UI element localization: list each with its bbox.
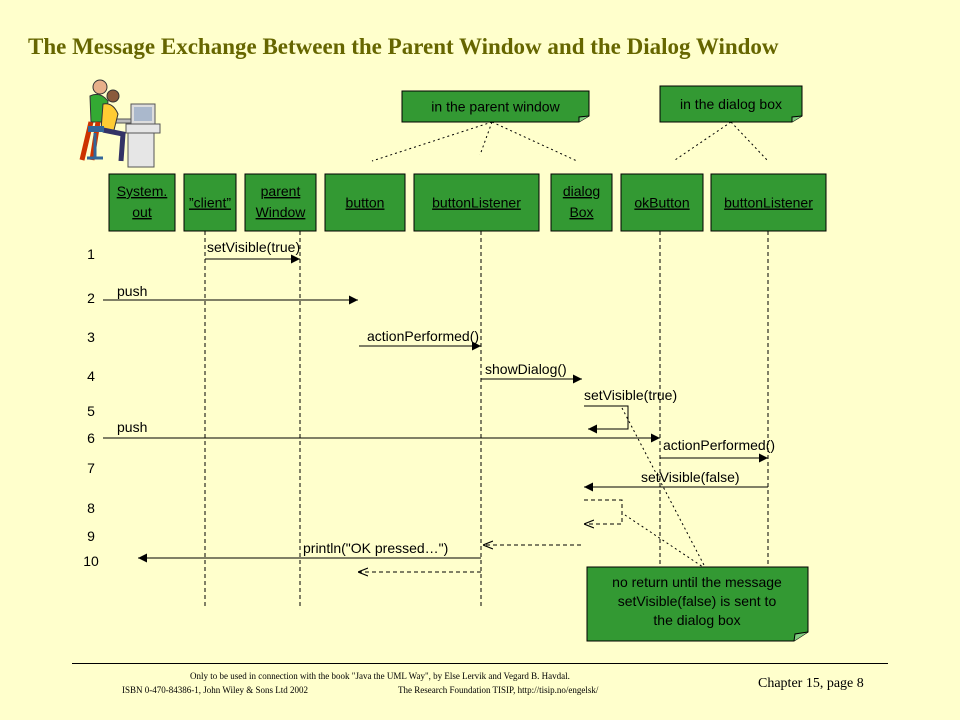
note-label: in the dialog box bbox=[680, 96, 782, 112]
note-connector bbox=[675, 122, 768, 161]
message-label: setVisible(true) bbox=[584, 387, 677, 403]
note-label: in the parent window bbox=[431, 99, 560, 115]
message-label: showDialog() bbox=[485, 361, 567, 377]
object-label: dialog bbox=[563, 183, 600, 199]
step-number: 3 bbox=[87, 329, 95, 345]
step-number: 4 bbox=[87, 368, 95, 384]
warning-note-line: the dialog box bbox=[653, 612, 740, 628]
message-label: println("OK pressed…") bbox=[303, 540, 448, 556]
message-label: push bbox=[117, 419, 147, 435]
message-label: actionPerformed() bbox=[367, 328, 479, 344]
object-box: button bbox=[325, 174, 405, 231]
people-at-computer-illustration bbox=[82, 80, 160, 167]
step-number: 5 bbox=[87, 403, 95, 419]
object-label: buttonListener bbox=[724, 195, 813, 211]
warning-note-line: no return until the message bbox=[612, 574, 782, 590]
step-number: 2 bbox=[87, 290, 95, 306]
note-connector bbox=[372, 122, 577, 161]
note-parent-window: in the parent window bbox=[402, 91, 589, 122]
footer-copyright-line: Only to be used in connection with the b… bbox=[0, 671, 760, 681]
message-label: setVisible(false) bbox=[641, 469, 740, 485]
object-label: Window bbox=[256, 204, 307, 220]
object-label: out bbox=[132, 204, 152, 220]
page-reference: Chapter 15, page 8 bbox=[758, 676, 864, 692]
object-label: button bbox=[346, 195, 385, 211]
object-label: parent bbox=[261, 183, 301, 199]
object-label: okButton bbox=[634, 195, 689, 211]
warning-note-line: setVisible(false) is sent to bbox=[618, 593, 777, 609]
return-arrow bbox=[584, 500, 622, 524]
footer-publisher: The Research Foundation TISIP, http://ti… bbox=[398, 685, 598, 695]
object-box: buttonListener bbox=[711, 174, 826, 231]
self-call-arrow bbox=[584, 406, 628, 429]
object-box: System. out bbox=[109, 174, 175, 231]
step-number: 7 bbox=[87, 460, 95, 476]
object-box: buttonListener bbox=[414, 174, 539, 231]
message-label: push bbox=[117, 283, 147, 299]
step-number: 6 bbox=[87, 430, 95, 446]
object-box: okButton bbox=[621, 174, 703, 231]
message-label: setVisible(true) bbox=[207, 239, 300, 255]
object-box: ”client” bbox=[184, 174, 236, 231]
message-label: actionPerformed() bbox=[663, 437, 775, 453]
object-label: Box bbox=[569, 204, 593, 220]
step-number: 9 bbox=[87, 528, 95, 544]
footer-divider bbox=[72, 663, 888, 664]
step-number: 1 bbox=[87, 246, 95, 262]
object-label: buttonListener bbox=[432, 195, 521, 211]
note-dialog-box: in the dialog box bbox=[660, 86, 802, 122]
footer-isbn: ISBN 0-470-84386-1, John Wiley & Sons Lt… bbox=[122, 685, 308, 695]
step-number: 8 bbox=[87, 500, 95, 516]
step-number: 10 bbox=[83, 553, 99, 569]
object-label: System. bbox=[117, 183, 168, 199]
object-label: ”client” bbox=[189, 195, 231, 211]
